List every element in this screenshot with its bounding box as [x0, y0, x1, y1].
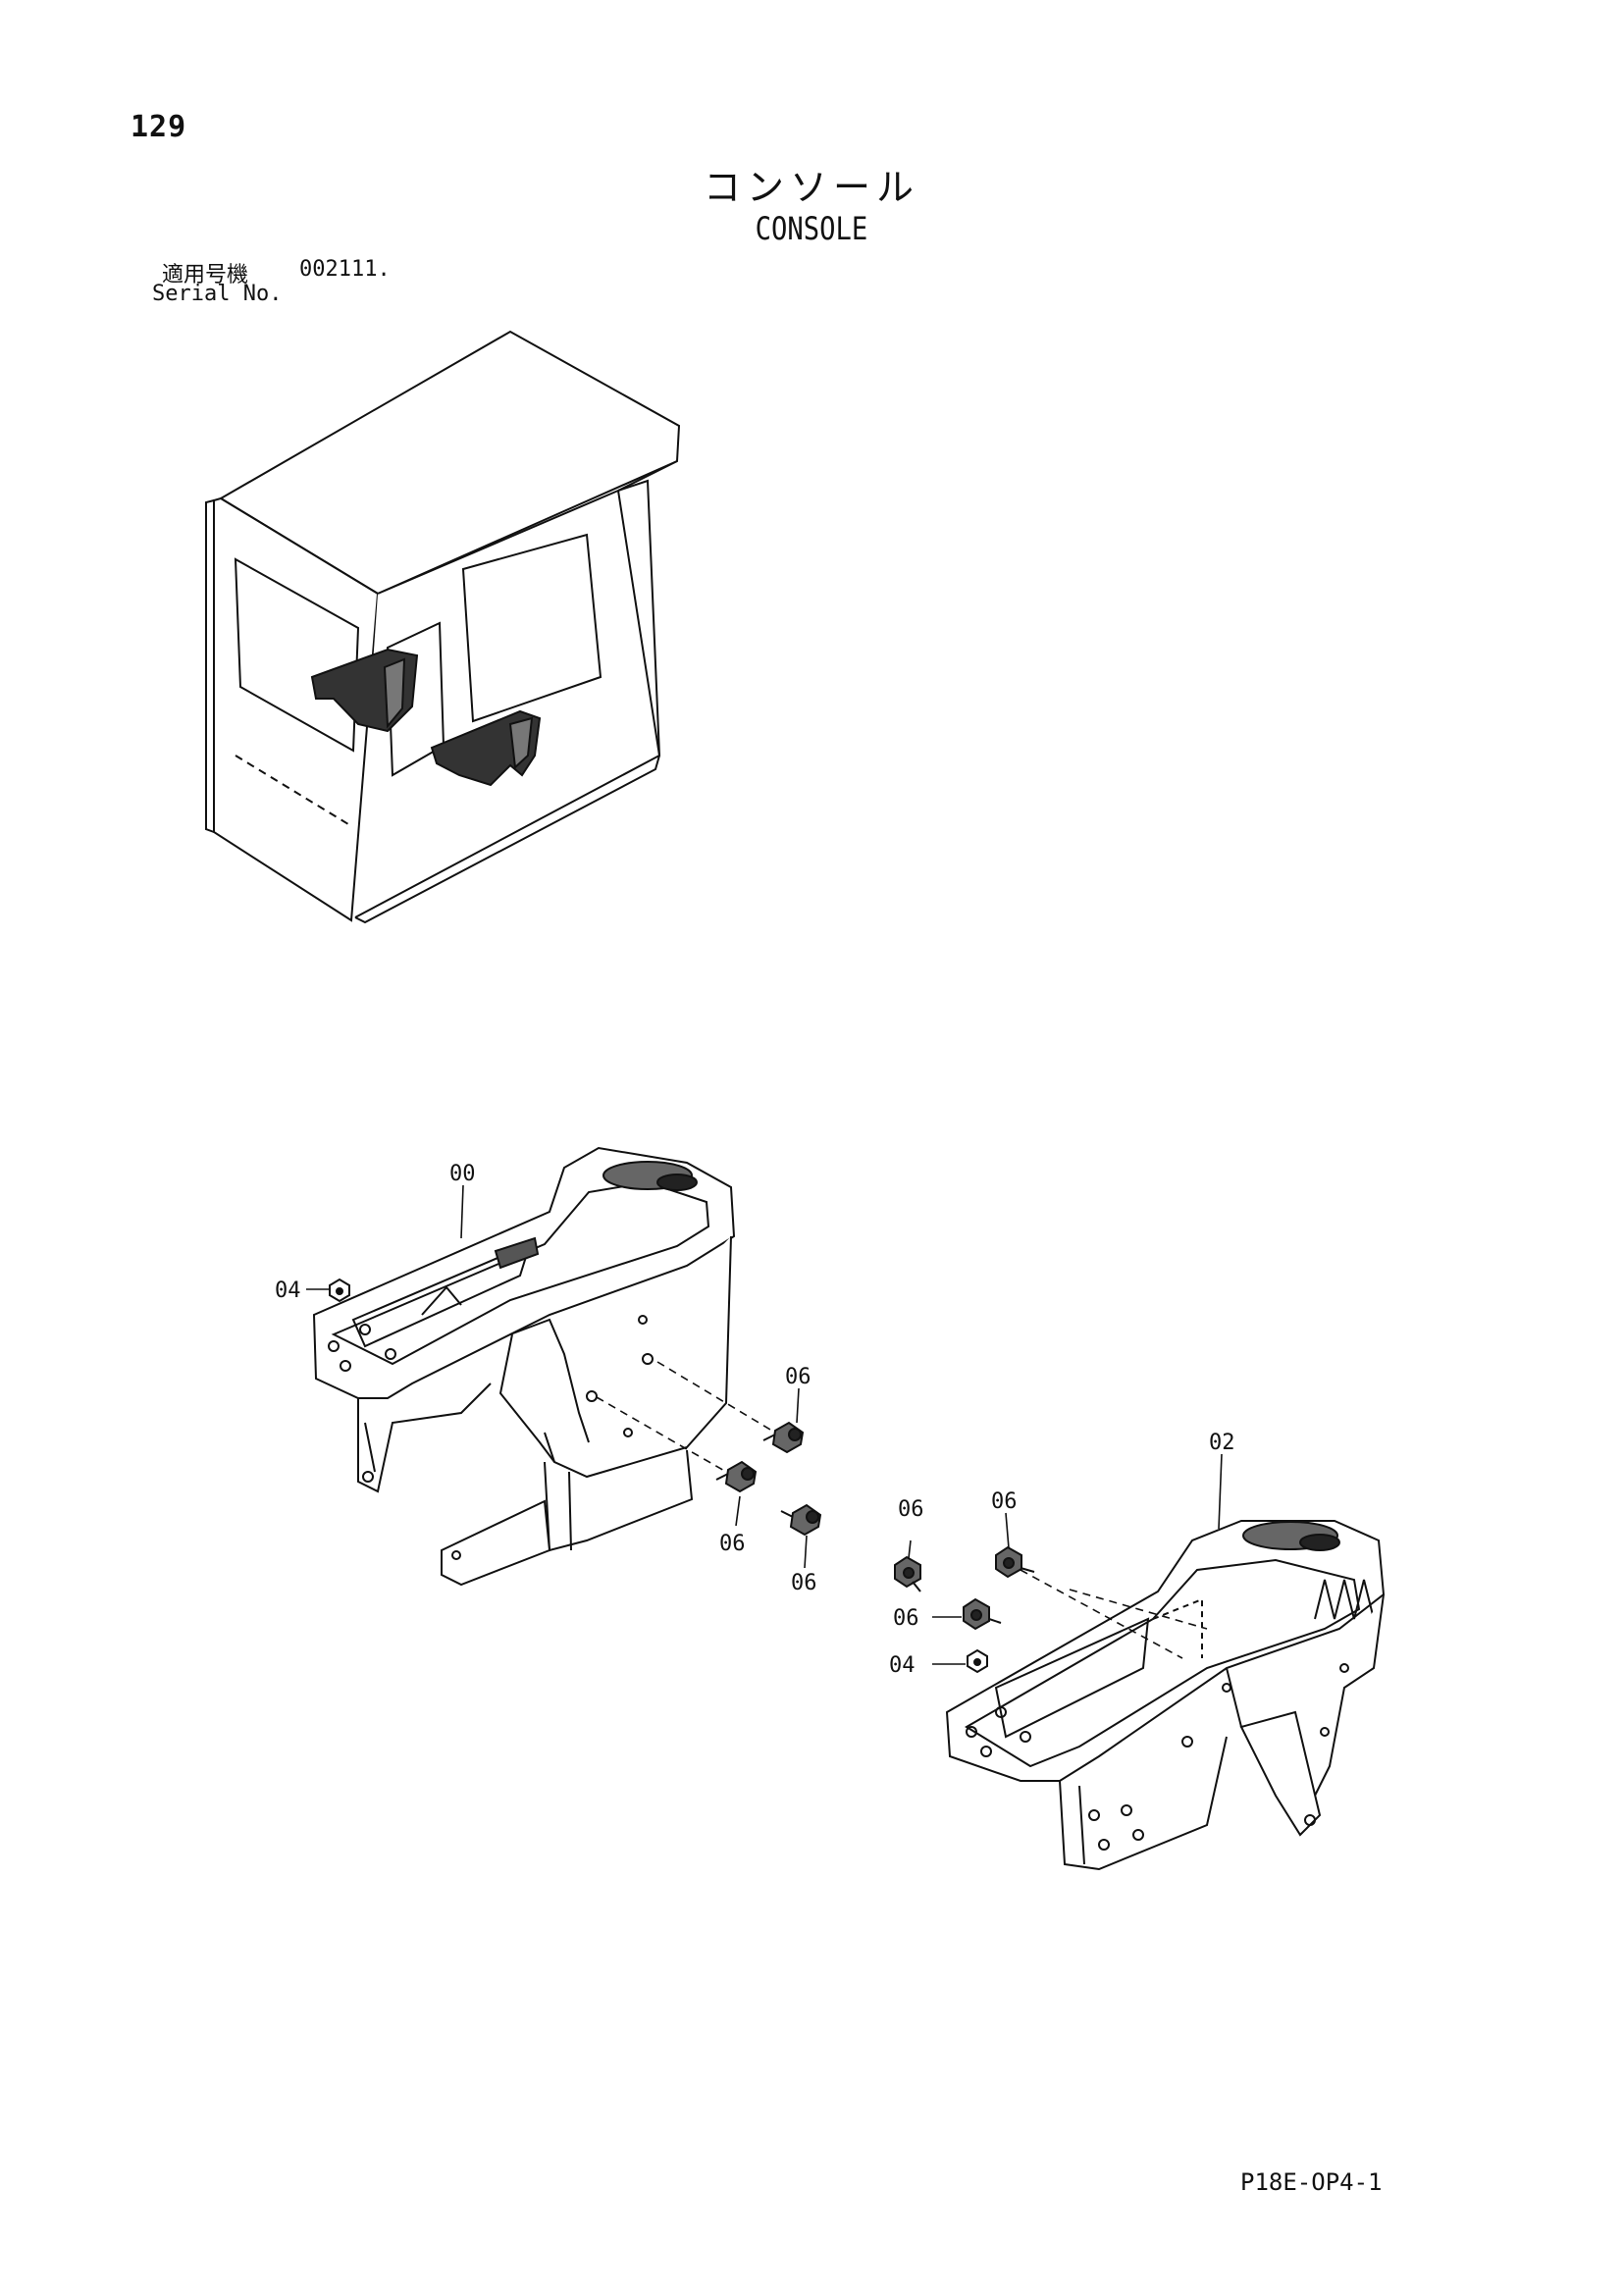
callout-04-right: 04: [889, 1653, 916, 1678]
page-number: 129: [131, 110, 187, 144]
document-code: P18E-OP4-1: [1240, 2168, 1383, 2196]
callout-leaders: [306, 1184, 1223, 1665]
assembly-lines-left: [596, 1361, 776, 1473]
title-japanese: コンソール: [703, 166, 919, 209]
callout-06-left-mid: 06: [719, 1532, 746, 1556]
bolts-left: [329, 1278, 822, 1537]
console-left-part-00: [312, 1146, 736, 1587]
bolts-right: [894, 1545, 1035, 1674]
callout-06-right-top: 06: [991, 1489, 1018, 1514]
callout-06-left-bottom: 06: [791, 1571, 817, 1595]
bolt-06-d: [894, 1555, 921, 1592]
callout-00: 00: [449, 1162, 476, 1186]
clip-04-a: [329, 1278, 350, 1303]
cab-console-left-illustration: [310, 648, 419, 733]
bolt-06-f: [963, 1597, 1002, 1631]
title-english: CONSOLE: [755, 210, 868, 247]
bolt-06-e: [995, 1545, 1035, 1579]
callout-06-right-mid: 06: [893, 1606, 919, 1631]
console-right-part-02: [945, 1520, 1386, 1871]
callout-02: 02: [1209, 1431, 1235, 1455]
callout-04-left: 04: [275, 1278, 301, 1303]
assembly-lines-right: [1020, 1569, 1208, 1659]
cab-console-right-illustration: [430, 709, 542, 787]
cab-overview-illustration: [205, 330, 681, 924]
callout-06-right-left: 06: [898, 1497, 924, 1522]
bolt-06-c: [780, 1503, 822, 1537]
clip-04-b: [967, 1648, 988, 1674]
serial-label-japanese: 適用号機: [162, 263, 249, 287]
serial-number-value: 002111.: [299, 257, 391, 282]
serial-label-english: Serial No.: [152, 282, 283, 306]
bolt-06-b: [715, 1460, 758, 1493]
callout-06-left-top: 06: [785, 1365, 812, 1389]
bolt-06-a: [762, 1421, 805, 1454]
